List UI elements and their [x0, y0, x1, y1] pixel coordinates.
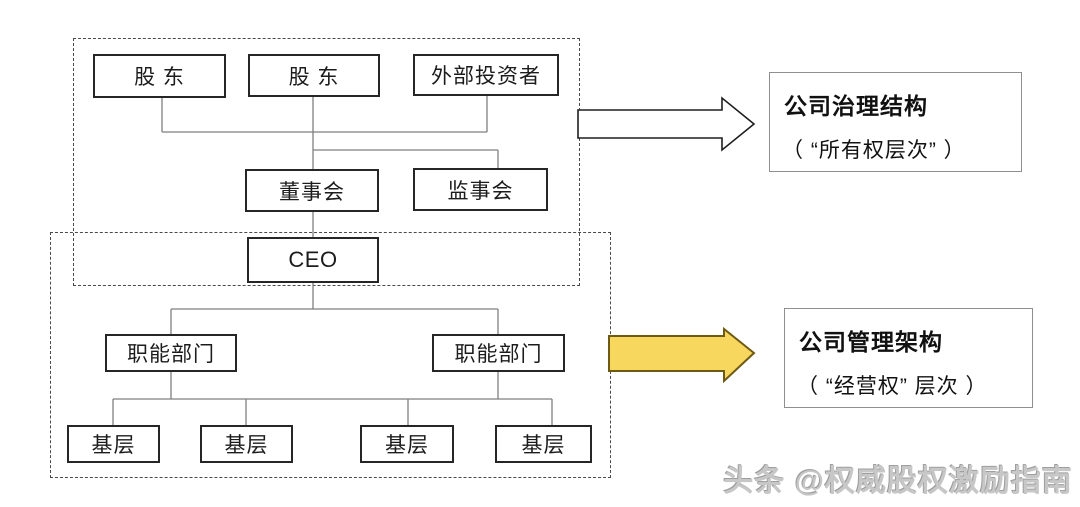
- node-base-level-2: 基层: [200, 425, 293, 463]
- governance-annotation-subtitle: （ “所有权层次” ）: [782, 139, 966, 162]
- node-board-of-directors: 董事会: [245, 169, 379, 212]
- watermark-text: 头条 @权威股权激励指南: [723, 465, 1073, 498]
- governance-dashed-region: [73, 38, 580, 286]
- node-supervisory-board: 监事会: [413, 168, 548, 211]
- governance-annotation-box: 公司治理结构 （ “所有权层次” ）: [769, 72, 1022, 172]
- node-external-investor: 外部投资者: [413, 54, 559, 96]
- node-shareholder-1: 股 东: [93, 54, 226, 98]
- node-functional-dept-left: 职能部门: [105, 334, 237, 372]
- governance-arrow-icon: [577, 96, 756, 152]
- management-arrow-icon: [608, 326, 756, 384]
- org-chart-connector-lines: [112, 96, 553, 425]
- governance-annotation-title: 公司治理结构: [784, 93, 928, 119]
- management-annotation-title: 公司管理架构: [799, 329, 943, 355]
- node-shareholder-2: 股 东: [248, 54, 380, 97]
- node-ceo: CEO: [247, 237, 379, 283]
- management-annotation-box: 公司管理架构 （ “经营权” 层次 ）: [784, 308, 1033, 408]
- node-base-level-3: 基层: [360, 425, 454, 463]
- node-functional-dept-right: 职能部门: [432, 334, 565, 372]
- node-base-level-1: 基层: [67, 425, 160, 463]
- node-base-level-4: 基层: [495, 425, 592, 463]
- management-annotation-subtitle: （ “经营权” 层次 ）: [797, 375, 988, 398]
